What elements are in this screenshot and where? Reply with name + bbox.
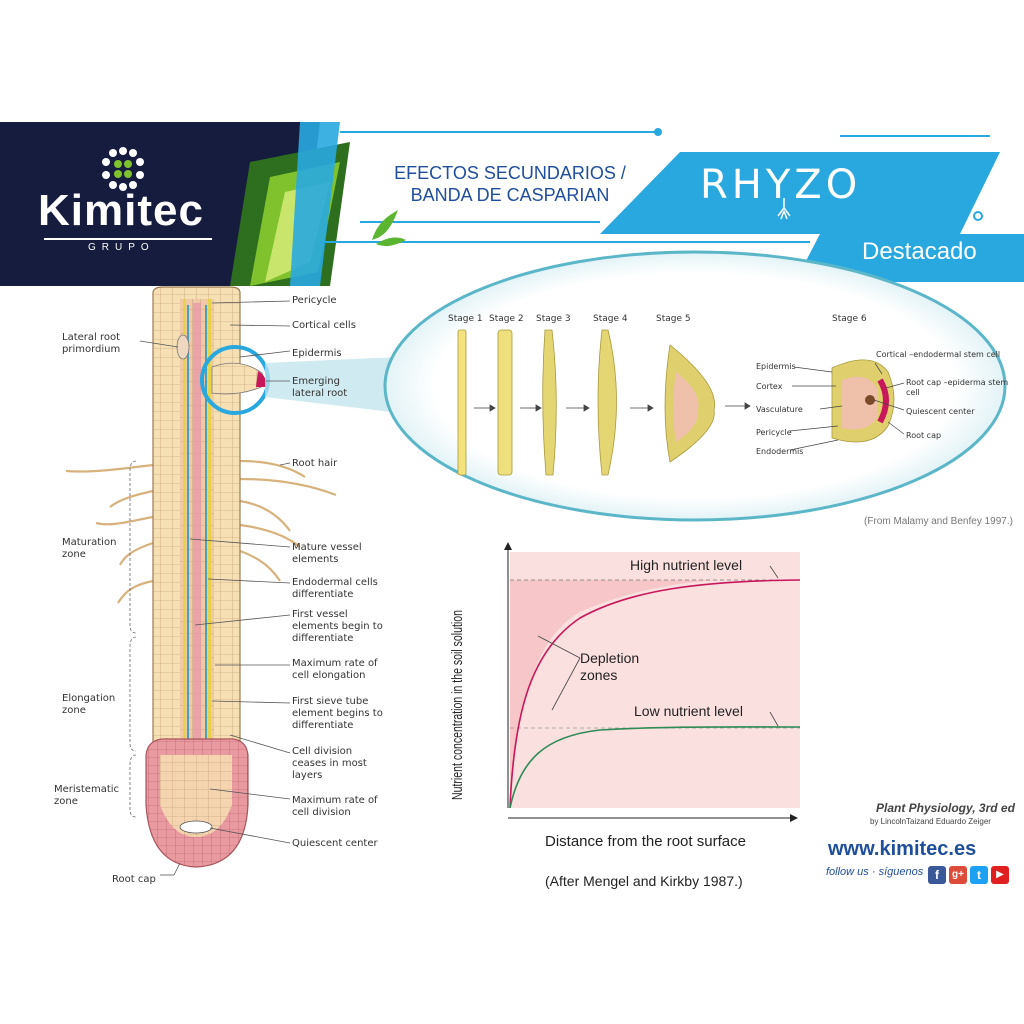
y-axis-label: Nutrient concentration in the soil solut… — [449, 610, 466, 800]
stage6-label-quiescent-center: Quiescent center — [906, 407, 975, 416]
stage-label-4: Stage 4 — [593, 314, 628, 324]
stage6-label-endodermis: Endodermis — [756, 447, 804, 456]
stage6-label-cortical-stem-cell: Cortical –endodermal stem cell — [876, 350, 1001, 359]
label-endodermal-cells: Endodermal cells differentiate — [292, 577, 378, 600]
book-title: Plant Physiology, 3rd ed — [876, 801, 1015, 815]
label-elongation-zone: Elongation zone — [62, 693, 116, 716]
label-max-cell-division: Maximum rate of cell division — [292, 795, 378, 818]
depletion-zone-shade — [510, 580, 720, 808]
label-mature-vessel-elements: Mature vessel elements — [292, 542, 362, 565]
logo-sub: GRUPO — [88, 242, 155, 253]
stage-label-6: Stage 6 — [832, 314, 867, 324]
depletion-annotation-box: Depletion zones — [580, 650, 640, 683]
lateral-root-stages-bubble — [383, 250, 1007, 522]
highlight-tag: Destacado — [862, 238, 977, 265]
depletion-chart: High nutrient level Low nutrient level D… — [504, 542, 801, 822]
header-banner — [0, 122, 1024, 286]
series-line-low — [509, 726, 801, 809]
chart-credit: (After Mengel and Kirkby 1987.) — [545, 873, 743, 889]
series-label-high: High nutrient level — [630, 557, 742, 573]
logo-name: Kimitec — [38, 186, 204, 235]
y-axis-label-box: Nutrient concentration in the soil solut… — [449, 610, 466, 800]
product-name: RHYZO — [700, 162, 862, 208]
stage-label-3: Stage 3 — [536, 314, 571, 324]
label-first-vessel-elements: First vessel elements begin to different… — [292, 609, 383, 644]
stage6-label-vasculature: Vasculature — [756, 405, 803, 414]
depletion-annotation: Depletion zones — [580, 650, 640, 683]
label-max-cell-elongation: Maximum rate of cell elongation — [292, 658, 378, 681]
twitter-icon[interactable]: t — [970, 866, 988, 884]
label-maturation-zone: Maturation zone — [62, 537, 117, 560]
label-cell-division-ceases: Cell division ceases in most layers — [292, 746, 367, 781]
label-root-hair: Root hair — [292, 458, 338, 469]
label-lateral-root-primordium: Lateral root primordium — [62, 332, 121, 355]
stage6-label-cortex: Cortex — [756, 382, 783, 391]
label-first-sieve-tube: First sieve tube element begins to diffe… — [292, 696, 383, 731]
stage6-label-epidermis: Epidermis — [756, 362, 796, 371]
follow-us-label: follow us · síguenos — [826, 866, 924, 878]
stage6-label-pericycle: Pericycle — [756, 428, 792, 437]
stages-credit: (From Malamy and Benfey 1997.) — [864, 516, 1013, 527]
label-quiescent-center: Quiescent center — [292, 838, 378, 849]
series-label-low: Low nutrient level — [634, 703, 743, 719]
facebook-icon[interactable]: f — [928, 866, 946, 884]
page-title: EFECTOS SECUNDARIOS / BANDA DE CASPARIAN — [394, 163, 626, 205]
google-plus-icon[interactable]: g+ — [949, 866, 967, 884]
kimitec-logo-icon — [102, 147, 144, 191]
label-cortical-cells: Cortical cells — [292, 320, 356, 331]
youtube-icon[interactable]: ▶ — [991, 866, 1009, 884]
label-emerging-lateral-root: Emerging lateral root — [292, 376, 348, 399]
label-epidermis: Epidermis — [292, 348, 342, 359]
root-diagram — [65, 286, 400, 876]
stage-label-1: Stage 1 — [448, 314, 483, 324]
book-authors: by LincolnTaizand Eduardo Zeiger — [870, 817, 991, 826]
label-root-cap: Root cap — [112, 874, 156, 885]
label-pericycle: Pericycle — [292, 295, 337, 306]
label-meristematic-zone: Meristematic zone — [54, 784, 120, 807]
stage6-label-rootcap-stem-cell: Root cap –epiderma stem cell — [906, 378, 1009, 397]
root-sprout-icon — [777, 198, 791, 220]
website-link[interactable]: www.kimitec.es — [828, 838, 977, 860]
series-line-high — [509, 579, 801, 809]
stage6-label-root-cap: Root cap — [906, 431, 942, 440]
stage-label-5: Stage 5 — [656, 314, 691, 324]
x-axis-label: Distance from the root surface — [545, 833, 746, 850]
stage-label-2: Stage 2 — [489, 314, 524, 324]
logo-underline — [44, 238, 212, 240]
